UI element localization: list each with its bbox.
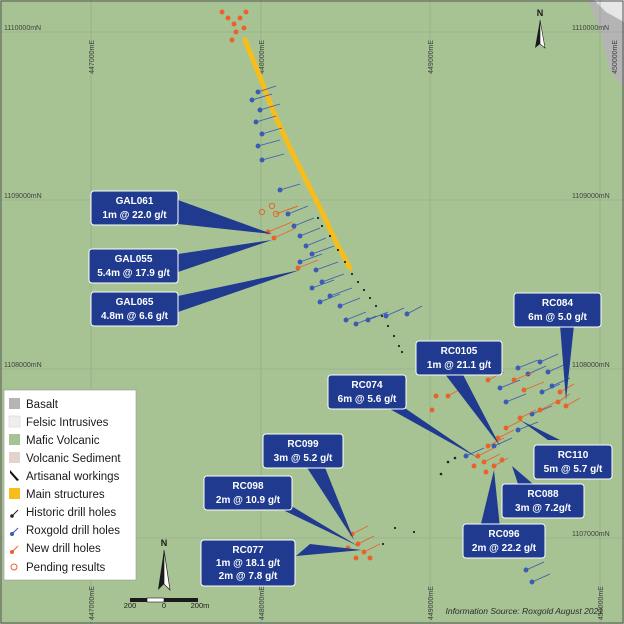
legend: Basalt Felsic Intrusives Mafic Volcanic … xyxy=(3,389,137,581)
svg-text:5m @ 5.7 g/t: 5m @ 5.7 g/t xyxy=(544,464,603,475)
callout-gal065: GAL065 4.8m @ 6.6 g/t xyxy=(90,291,179,327)
easting-label: 450000mE xyxy=(598,586,605,620)
easting-label: 450000mE xyxy=(612,40,619,74)
felsic-swatch xyxy=(8,415,21,428)
pending-hole-icon xyxy=(10,563,18,571)
svg-text:RC077: RC077 xyxy=(232,545,264,556)
easting-label: 448000mE xyxy=(259,40,266,74)
svg-text:2m @ 22.2 g/t: 2m @ 22.2 g/t xyxy=(472,543,537,554)
svg-text:5.4m @ 17.9 g/t: 5.4m @ 17.9 g/t xyxy=(97,268,170,279)
callout-gal055: GAL055 5.4m @ 17.9 g/t xyxy=(88,248,179,284)
svg-text:RC099: RC099 xyxy=(287,439,319,450)
callout-rc084: RC084 6m @ 5.0 g/t xyxy=(513,292,602,328)
callout-rc0105: RC0105 1m @ 21.1 g/t xyxy=(415,340,503,376)
legend-label: Basalt xyxy=(26,399,59,411)
callout-rc096: RC096 2m @ 22.2 g/t xyxy=(462,523,546,559)
legend-label: Mafic Volcanic xyxy=(26,435,100,447)
legend-label: Pending results xyxy=(26,562,106,574)
northing-label: 1110000mN xyxy=(572,25,609,32)
svg-text:3m @ 5.2 g/t: 3m @ 5.2 g/t xyxy=(274,453,333,464)
svg-text:RC0105: RC0105 xyxy=(441,346,478,357)
mafic-swatch xyxy=(9,434,20,445)
svg-text:3m @ 7.2g/t: 3m @ 7.2g/t xyxy=(515,503,572,514)
northing-label: 1108000mN xyxy=(572,362,610,369)
structure-swatch xyxy=(9,488,20,499)
legend-label: Roxgold drill holes xyxy=(26,525,120,537)
svg-text:1m @ 21.1 g/t: 1m @ 21.1 g/t xyxy=(427,360,492,371)
northing-label: 1107000mN xyxy=(572,531,610,538)
main-structure-line xyxy=(242,37,353,271)
legend-label: Historic drill holes xyxy=(26,507,116,519)
northing-label: 1108000mN xyxy=(4,362,42,369)
basalt-area xyxy=(588,0,624,88)
historic-hole-icon xyxy=(10,509,19,518)
svg-text:4.8m @ 6.6 g/t: 4.8m @ 6.6 g/t xyxy=(101,311,169,322)
svg-text:GAL055: GAL055 xyxy=(115,254,153,265)
legend-label: Felsic Intrusives xyxy=(26,417,109,429)
north-arrow-top: N xyxy=(535,8,546,49)
new-hole-icon xyxy=(10,545,19,554)
north-arrow-bottom: N xyxy=(158,538,171,591)
grid-labels: 1110000mN 1109000mN 1108000mN 1110000mN … xyxy=(4,25,619,620)
northing-label: 1109000mN xyxy=(4,193,42,200)
legend-label: Artisanal workings xyxy=(26,471,120,483)
basalt-swatch xyxy=(9,398,20,409)
svg-text:GAL065: GAL065 xyxy=(116,297,154,308)
legend-label: Main structures xyxy=(26,489,105,501)
pending-drill-holes xyxy=(258,202,299,218)
callout-rc088: RC088 3m @ 7.2g/t xyxy=(501,483,585,519)
scale-label: 200 xyxy=(124,601,137,610)
svg-text:RC110: RC110 xyxy=(558,450,589,461)
svg-text:N: N xyxy=(161,538,168,548)
svg-text:N: N xyxy=(537,8,544,18)
svg-text:2m @ 10.9 g/t: 2m @ 10.9 g/t xyxy=(216,495,281,506)
svg-text:RC084: RC084 xyxy=(542,298,574,309)
svg-text:1m @ 22.0 g/t: 1m @ 22.0 g/t xyxy=(102,210,167,221)
roxgold-hole-icon xyxy=(10,527,19,536)
legend-label: New drill holes xyxy=(26,543,101,555)
callout-leaders xyxy=(178,200,574,556)
roxgold-drill-holes xyxy=(249,85,571,585)
svg-text:RC096: RC096 xyxy=(488,529,520,540)
svg-text:RC074: RC074 xyxy=(351,380,383,391)
easting-label: 449000mE xyxy=(428,40,435,74)
svg-text:RC098: RC098 xyxy=(232,481,264,492)
svg-text:GAL061: GAL061 xyxy=(116,196,154,207)
scale-bar: 200 0 200m xyxy=(124,597,210,610)
artisanal-icon xyxy=(10,470,19,481)
sediment-swatch xyxy=(9,452,20,463)
callout-rc074: RC074 6m @ 5.6 g/t xyxy=(327,374,407,410)
svg-text:1m @ 18.1 g/t: 1m @ 18.1 g/t xyxy=(216,558,281,569)
callout-rc098: RC098 2m @ 10.9 g/t xyxy=(203,475,293,511)
northing-label: 1110000mN xyxy=(4,25,41,32)
svg-text:6m @ 5.6 g/t: 6m @ 5.6 g/t xyxy=(338,394,397,405)
svg-text:RC088: RC088 xyxy=(527,489,559,500)
scale-label: 0 xyxy=(162,601,166,610)
northing-label: 1109000mN xyxy=(572,193,610,200)
svg-text:6m @ 5.0 g/t: 6m @ 5.0 g/t xyxy=(528,312,587,323)
callout-gal061: GAL061 1m @ 22.0 g/t xyxy=(90,190,179,226)
callout-rc099: RC099 3m @ 5.2 g/t xyxy=(262,433,344,469)
new-drill-holes xyxy=(219,9,581,561)
scale-label: 200m xyxy=(191,601,210,610)
felsic-area xyxy=(594,0,624,22)
easting-label: 447000mE xyxy=(89,586,96,620)
information-source: Information Source: Roxgold August 2021 xyxy=(445,606,603,616)
artisanal-workings xyxy=(316,216,457,546)
easting-label: 447000mE xyxy=(89,40,96,74)
callout-rc077: RC077 1m @ 18.1 g/t 2m @ 7.8 g/t xyxy=(200,539,296,587)
easting-label: 449000mE xyxy=(428,586,435,620)
legend-label: Volcanic Sediment xyxy=(26,453,121,465)
svg-text:2m @ 7.8 g/t: 2m @ 7.8 g/t xyxy=(219,571,278,582)
callout-rc110: RC110 5m @ 5.7 g/t xyxy=(533,444,613,480)
easting-label: 448000mE xyxy=(259,586,266,620)
